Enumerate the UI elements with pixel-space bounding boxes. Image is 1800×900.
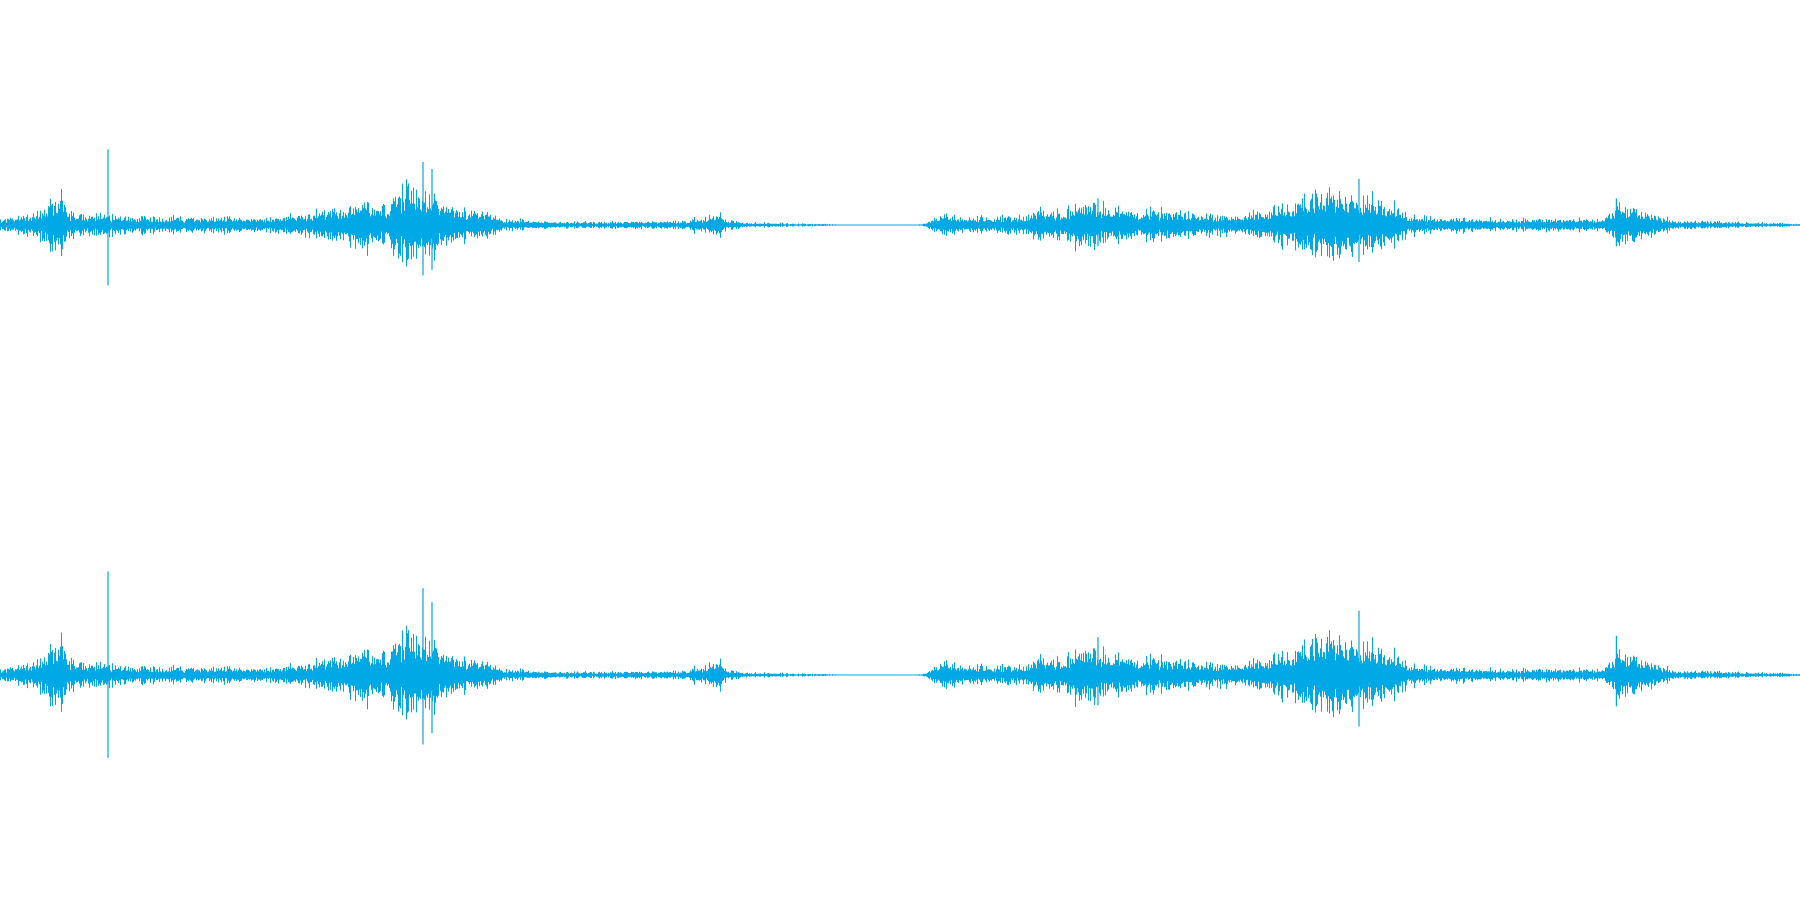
waveform-channel-2 <box>0 571 1800 758</box>
waveform-channel-1 <box>0 149 1800 286</box>
